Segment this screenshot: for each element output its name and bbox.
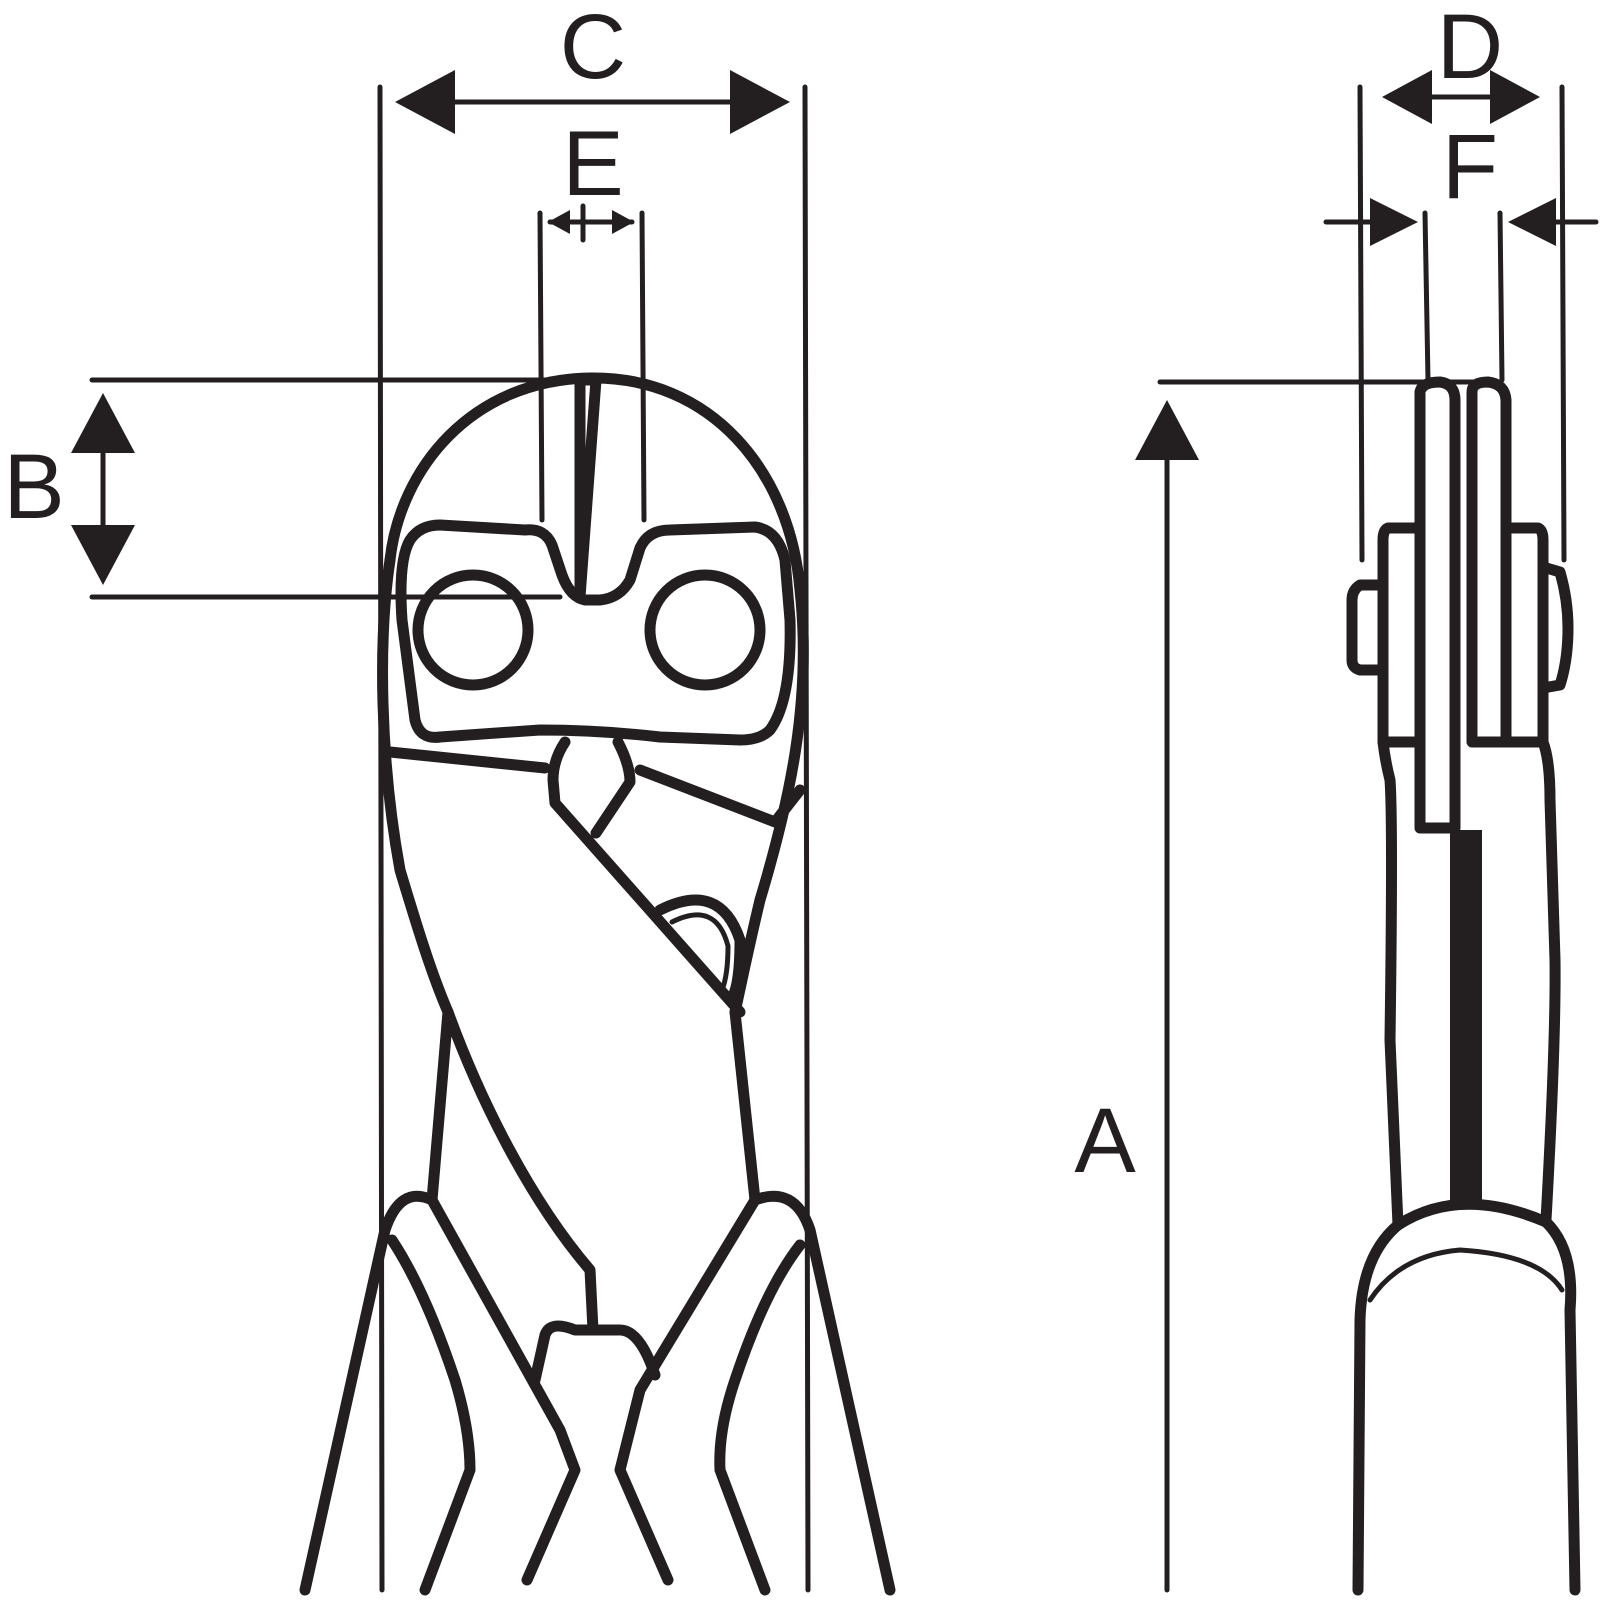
- side-handle-bulge-inner: [1367, 1247, 1565, 1303]
- spring: [654, 894, 746, 1006]
- dimension-e: E: [537, 113, 647, 523]
- handle-bridge: [529, 1320, 661, 1386]
- label-c: C: [560, 0, 626, 98]
- front-view: C E B: [3, 0, 896, 1596]
- left-handle-inner: [386, 1234, 476, 1596]
- left-handle: [299, 1190, 581, 1596]
- left-jaw-outline: [377, 554, 454, 1018]
- right-handle: [614, 1190, 896, 1596]
- side-handle-bulge: [1354, 1198, 1577, 1326]
- head-outline: [384, 372, 809, 1018]
- label-a: A: [1074, 1090, 1136, 1192]
- side-handle-left: [1377, 736, 1404, 1231]
- side-handle-right: [1537, 736, 1561, 1226]
- side-view: A D F: [1074, 0, 1599, 1596]
- left-pivot-bolt: [412, 569, 534, 691]
- pivot-plate: [395, 519, 796, 746]
- lower-link: [384, 746, 806, 828]
- left-neck: [426, 1006, 599, 1336]
- center-lever: [547, 736, 746, 1018]
- side-center-bar: [1450, 830, 1482, 1202]
- label-b: B: [3, 436, 64, 538]
- label-f: F: [1442, 116, 1498, 218]
- dimension-f: F: [1323, 116, 1599, 383]
- label-e: E: [562, 113, 623, 215]
- side-jaw-right: [1466, 376, 1512, 748]
- dimension-d: D: [1357, 0, 1567, 563]
- side-bolt-left: [1346, 579, 1389, 676]
- right-handle-inner: [714, 1239, 806, 1596]
- right-neck: [729, 1006, 761, 1206]
- dimension-b: B: [3, 377, 563, 600]
- side-jaw-left: [1414, 376, 1461, 834]
- right-pivot-bolt: [644, 569, 766, 691]
- side-grip-right: [1564, 1304, 1581, 1596]
- side-plate-right: [1500, 522, 1549, 748]
- dimension-c: C: [377, 0, 811, 1593]
- spring-inner: [669, 912, 731, 993]
- label-d: D: [1437, 0, 1503, 98]
- jaw-blade: [574, 374, 602, 603]
- side-plate-left: [1377, 522, 1426, 748]
- side-bolt-right: [1537, 561, 1574, 694]
- side-grip-left: [1352, 1314, 1366, 1596]
- dimension-a: A: [1074, 379, 1503, 1593]
